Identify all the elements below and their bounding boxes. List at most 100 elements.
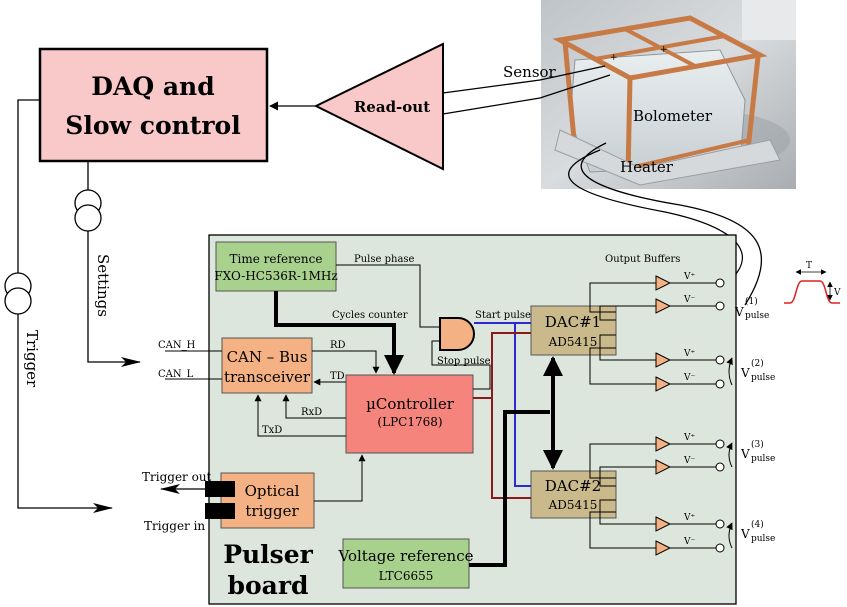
- daq-title-line1: DAQ and: [91, 72, 214, 101]
- output-terminal[interactable]: [715, 519, 725, 529]
- output-terminal[interactable]: [715, 439, 725, 449]
- vplus-label: V⁺: [683, 433, 695, 443]
- readout-amplifier: [313, 42, 444, 171]
- bolometer-photo: + +: [541, 0, 796, 189]
- stop-pulse-wire: [431, 340, 491, 390]
- vpulse-2-arrow: [726, 357, 733, 386]
- buffer-triangles: V⁺V⁻V⁺V⁻V⁺V⁻V⁺V⁻: [655, 272, 725, 556]
- vpulse-3-v: V: [740, 447, 750, 461]
- output-terminal[interactable]: [715, 278, 725, 288]
- start-pulse-wire-dac2: [514, 323, 531, 487]
- trigger-in-connector: [205, 503, 235, 519]
- vpulse-4-arrow: [726, 522, 733, 549]
- pulse-phase-label: Pulse phase: [354, 254, 415, 265]
- output-terminal[interactable]: [715, 301, 725, 311]
- dac1-line1: DAC#1: [545, 313, 601, 331]
- rd-label: RD: [330, 340, 346, 351]
- dac1-line2: AD5415: [548, 335, 598, 349]
- stop-pulse-label: Stop pulse: [437, 356, 491, 367]
- can-h-label: CAN_H: [158, 340, 196, 351]
- buffer-triangle: [655, 459, 672, 475]
- sensor-label: Sensor: [503, 63, 557, 81]
- pulse-waveform: [784, 269, 840, 304]
- td-label: TD: [330, 371, 345, 382]
- vplus-label: V⁺: [683, 349, 695, 359]
- can-bus-box: [221, 337, 313, 394]
- waveform-v-label: V: [833, 288, 841, 298]
- vpulse-3-sup: (3): [751, 439, 764, 450]
- readout-label: Read-out: [354, 98, 430, 116]
- dac2-box: [530, 470, 617, 519]
- vpulse-3-arrow: [726, 442, 733, 468]
- cycles-counter-label: Cycles counter: [332, 310, 408, 321]
- optical-line1: Optical: [245, 482, 300, 500]
- trigger-out-connector: [205, 481, 235, 497]
- buffer-triangle: [655, 516, 672, 532]
- optical-to-ucontroller: [314, 454, 366, 502]
- spi-wire-dac2: [491, 398, 531, 499]
- board-title-line2: board: [227, 571, 308, 600]
- daq-slow-control-box: [38, 47, 269, 163]
- dac2-line2: AD5415: [548, 498, 598, 512]
- output-terminal[interactable]: [715, 355, 725, 365]
- vpulse-2-label: V (2) pulse: [740, 358, 775, 383]
- buffer-triangle: [655, 275, 672, 291]
- dac2-line1: DAC#2: [545, 477, 601, 495]
- settings-side-label: Settings: [94, 254, 112, 317]
- heater-wire-1: [580, 142, 763, 306]
- buffer-triangle: [655, 540, 672, 556]
- pulse-phase-wire: [336, 264, 440, 328]
- output-terminal[interactable]: [715, 543, 725, 553]
- settings-isolator-bottom: [74, 204, 102, 232]
- waveform-t-label: T: [806, 261, 812, 271]
- rxd-label: RxD: [301, 407, 322, 418]
- vpulse-1-v: V: [734, 305, 744, 319]
- vpulse-4-sub: pulse: [751, 534, 775, 544]
- vpulse-4-sup: (4): [751, 519, 764, 530]
- can-l-label: CAN_L: [158, 369, 194, 380]
- board-title-line1: Pulser: [223, 540, 313, 569]
- vpulse-4-label: V (4) pulse: [740, 519, 775, 544]
- ucontroller-box: [345, 374, 474, 454]
- trigger-in-label: Trigger in: [144, 519, 205, 533]
- vpulse-1-label: V (1) pulse: [734, 296, 769, 321]
- buffer-triangle: [655, 298, 672, 314]
- vpulse-3-sub: pulse: [751, 454, 775, 464]
- buffer-triangle: [655, 376, 672, 392]
- rd-wire: [312, 350, 380, 374]
- trigger-side-label: Trigger: [23, 330, 41, 388]
- vpulse-1-sub: pulse: [745, 311, 769, 321]
- can-bus-line1: CAN – Bus: [227, 348, 308, 366]
- rxd-wire: [282, 394, 346, 419]
- buffer-triangle: [655, 352, 672, 368]
- optical-line2: trigger: [245, 502, 299, 520]
- trigger-out-label: Trigger out: [142, 470, 212, 484]
- sensor-wire-1: [442, 65, 606, 94]
- sensor-wire-2: [442, 74, 611, 115]
- time-ref-line2: FXO-HC536R-1MHz: [214, 269, 337, 283]
- vplus-label: V⁺: [683, 272, 695, 282]
- start-pulse-label: Start pulse: [475, 310, 531, 321]
- time-ref-line1: Time reference: [230, 252, 323, 266]
- output-terminal[interactable]: [715, 462, 725, 472]
- vplus-label: V⁺: [683, 513, 695, 523]
- can-bus-line2: transceiver: [224, 368, 311, 386]
- heater-wire-2: [568, 149, 743, 284]
- vminus-label: V⁻: [683, 537, 695, 547]
- voltage-ref-line2: LTC6655: [379, 569, 434, 583]
- vminus-label: V⁻: [683, 295, 695, 305]
- spi-wire-dac1: [473, 332, 531, 399]
- voltage-ref-line1: Voltage reference: [338, 547, 474, 565]
- vminus-label: V⁻: [683, 456, 695, 466]
- output-terminal[interactable]: [715, 379, 725, 389]
- dac1-box: [530, 305, 617, 356]
- cycles-counter-bus: [274, 291, 404, 375]
- svg-text:+: +: [660, 45, 668, 55]
- txd-label: TxD: [262, 425, 282, 436]
- heater-label: Heater: [620, 158, 674, 176]
- vref-bus: [469, 410, 550, 567]
- trigger-isolator-bottom: [4, 287, 32, 315]
- time-reference-box: [215, 241, 337, 292]
- vpulse-3-label: V (3) pulse: [740, 439, 775, 464]
